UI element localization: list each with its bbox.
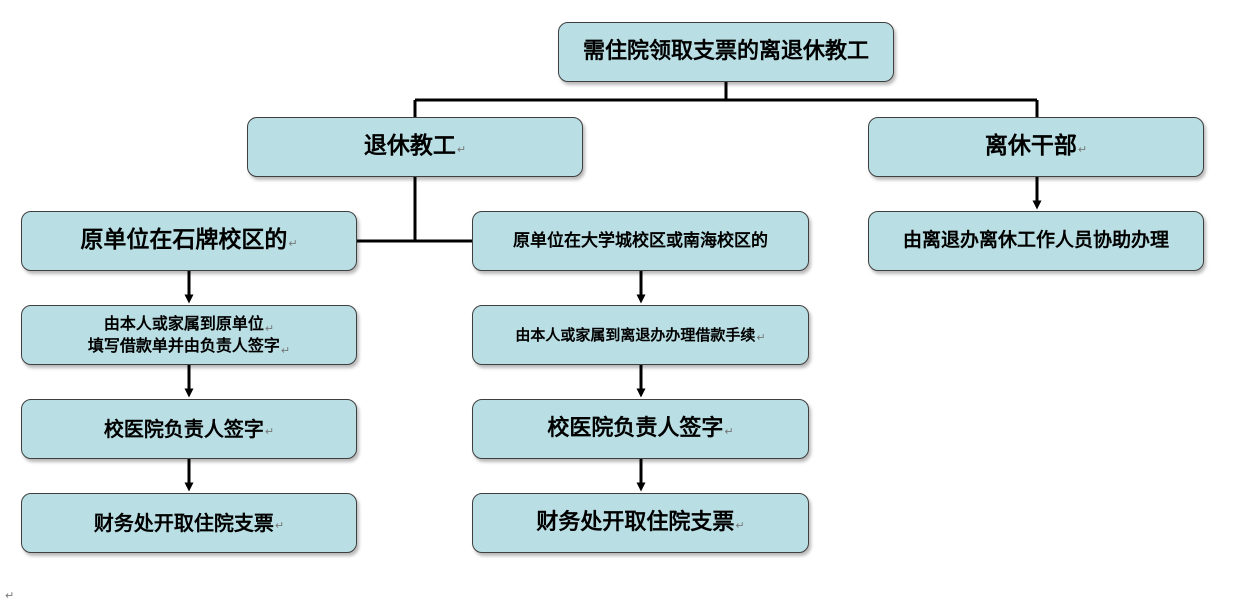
paragraph-mark: ↵ [1077, 142, 1088, 156]
left-step-hospital-signature-label: 校医院负责人签字 [103, 416, 264, 441]
left-step-line1: 由本人或家属到原单位 [103, 314, 264, 334]
mid-step-hospital-signature-label: 校医院负责人签字 [547, 416, 724, 442]
connector-lines [184, 82, 1042, 492]
mid-step-retirement-office-label: 由本人或家属到离退办办理借款手续 [515, 325, 756, 344]
lixiu-office-assist-label: 由离退办离休工作人员协助办理 [902, 229, 1169, 252]
root-to-branch-connector [413, 82, 1039, 117]
mid-step-hospital-signature-node: 校医院负责人签字↵ [472, 399, 809, 459]
paragraph-mark: ↵ [264, 424, 275, 438]
lixiu-office-assist-node: 由离退办离休工作人员协助办理 [868, 211, 1204, 271]
left-step-line2: 填写借款单并由负责人签字 [87, 336, 280, 355]
left-step-finance-check-label: 财务处开取住院支票 [93, 510, 274, 535]
lixiu-cadre-label: 离休干部 [984, 133, 1077, 160]
left-step-hospital-signature-node: 校医院负责人签字↵ [21, 399, 357, 459]
mid-step-retirement-office-node: 由本人或家属到离退办办理借款手续↵ [472, 305, 809, 365]
left-step-finance-check-node: 财务处开取住院支票↵ [21, 493, 357, 553]
university-city-nanhai-node: 原单位在大学城校区或南海校区的 [472, 211, 809, 271]
mid-step-finance-check-node: 财务处开取住院支票↵ [472, 493, 809, 553]
shipai-campus-label: 原单位在石牌校区的 [80, 227, 288, 254]
paragraph-mark: ↵ [264, 322, 275, 336]
retired-staff-label: 退休教工 [363, 133, 456, 160]
university-city-nanhai-label: 原单位在大学城校区或南海校区的 [513, 230, 768, 251]
paragraph-mark: ↵ [735, 518, 745, 532]
paragraph-mark: ↵ [756, 330, 766, 344]
retired-to-campus-connector [357, 177, 472, 243]
left-step-original-unit-node: 由本人或家属到原单位↵ 填写借款单并由负责人签字↵ [21, 305, 357, 365]
paragraph-mark: ↵ [280, 344, 291, 357]
paragraph-mark: ↵ [456, 142, 467, 156]
paragraph-mark: ↵ [288, 236, 298, 250]
root-node-label: 需住院领取支票的离退休教工 [582, 39, 869, 65]
mid-step-finance-check-label: 财务处开取住院支票 [536, 510, 735, 536]
root-node: 需住院领取支票的离退休教工 [558, 22, 894, 82]
shipai-campus-node: 原单位在石牌校区的↵ [21, 211, 357, 271]
paragraph-mark: ↵ [724, 424, 734, 438]
lixiu-cadre-node: 离休干部↵ [868, 117, 1204, 177]
retired-staff-node: 退休教工↵ [247, 117, 583, 177]
paragraph-mark: ↵ [274, 518, 285, 532]
document-end-paragraph-mark: ↵ [5, 589, 15, 602]
